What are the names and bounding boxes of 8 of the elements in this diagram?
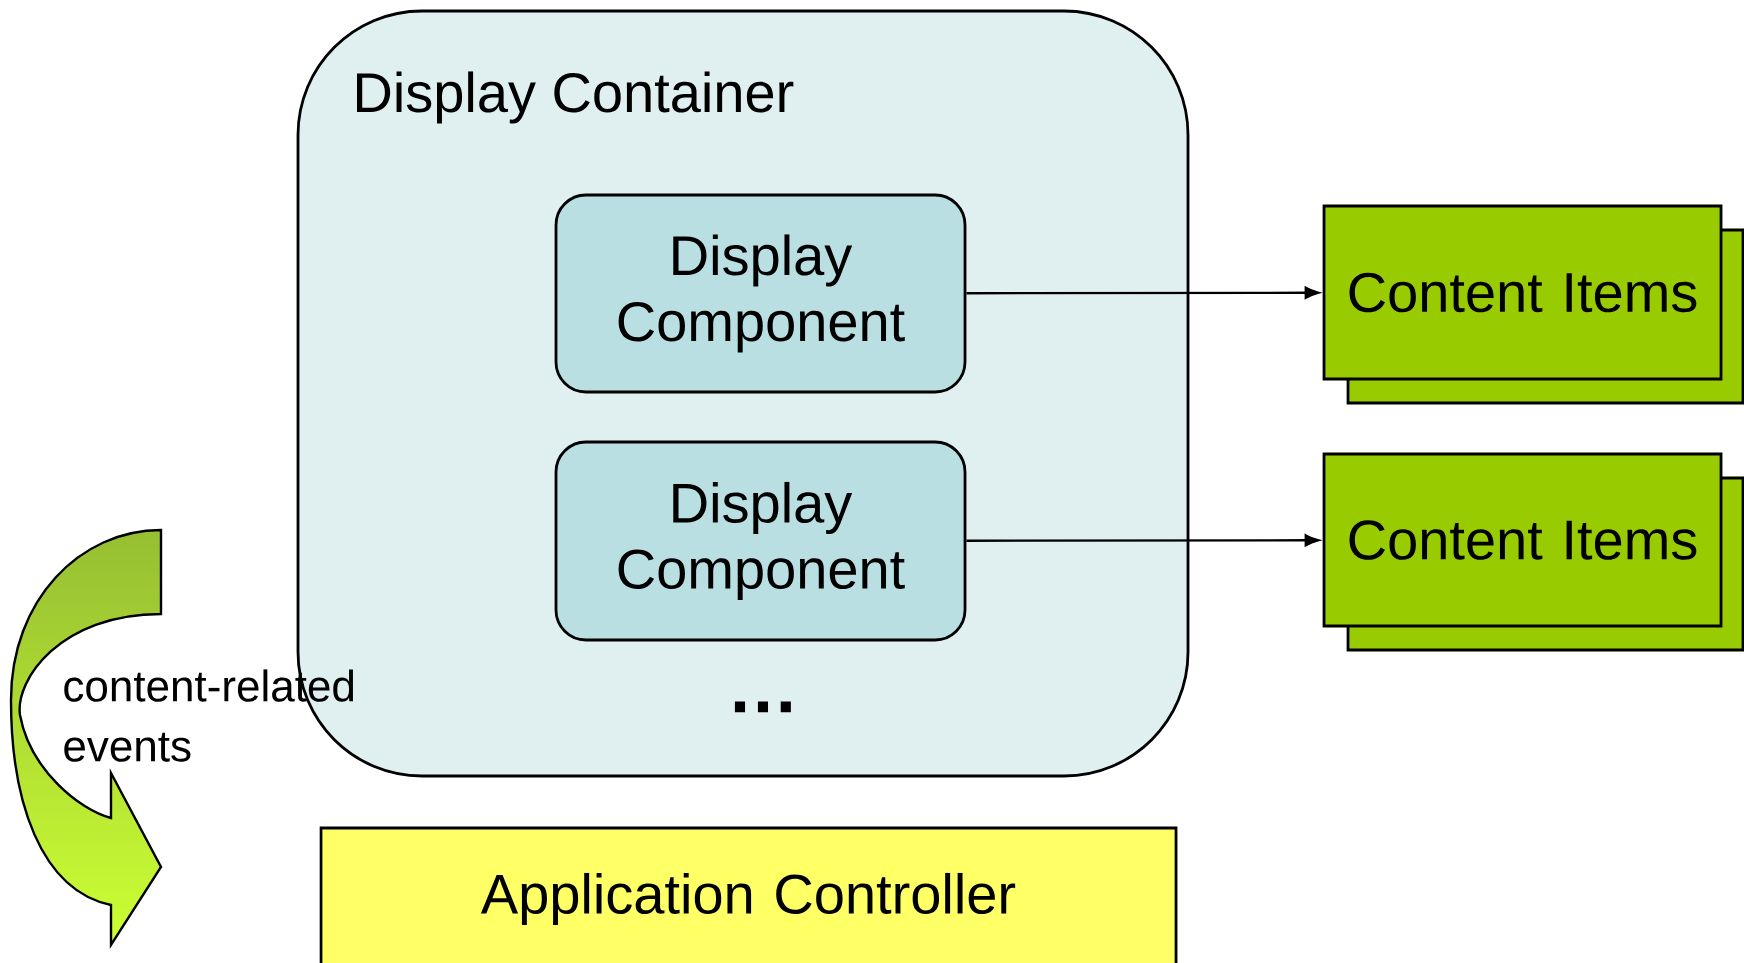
stacked-box: Content Items <box>1322 204 1744 405</box>
component-box: Display Component <box>554 193 967 394</box>
ellipsis: … <box>734 701 791 713</box>
arrow <box>966 286 1320 299</box>
controller-box: Application Controller <box>319 826 1178 963</box>
stacked-box: Content Items <box>1322 452 1744 652</box>
arrow <box>966 534 1320 547</box>
component-box: Display Component <box>554 440 967 642</box>
